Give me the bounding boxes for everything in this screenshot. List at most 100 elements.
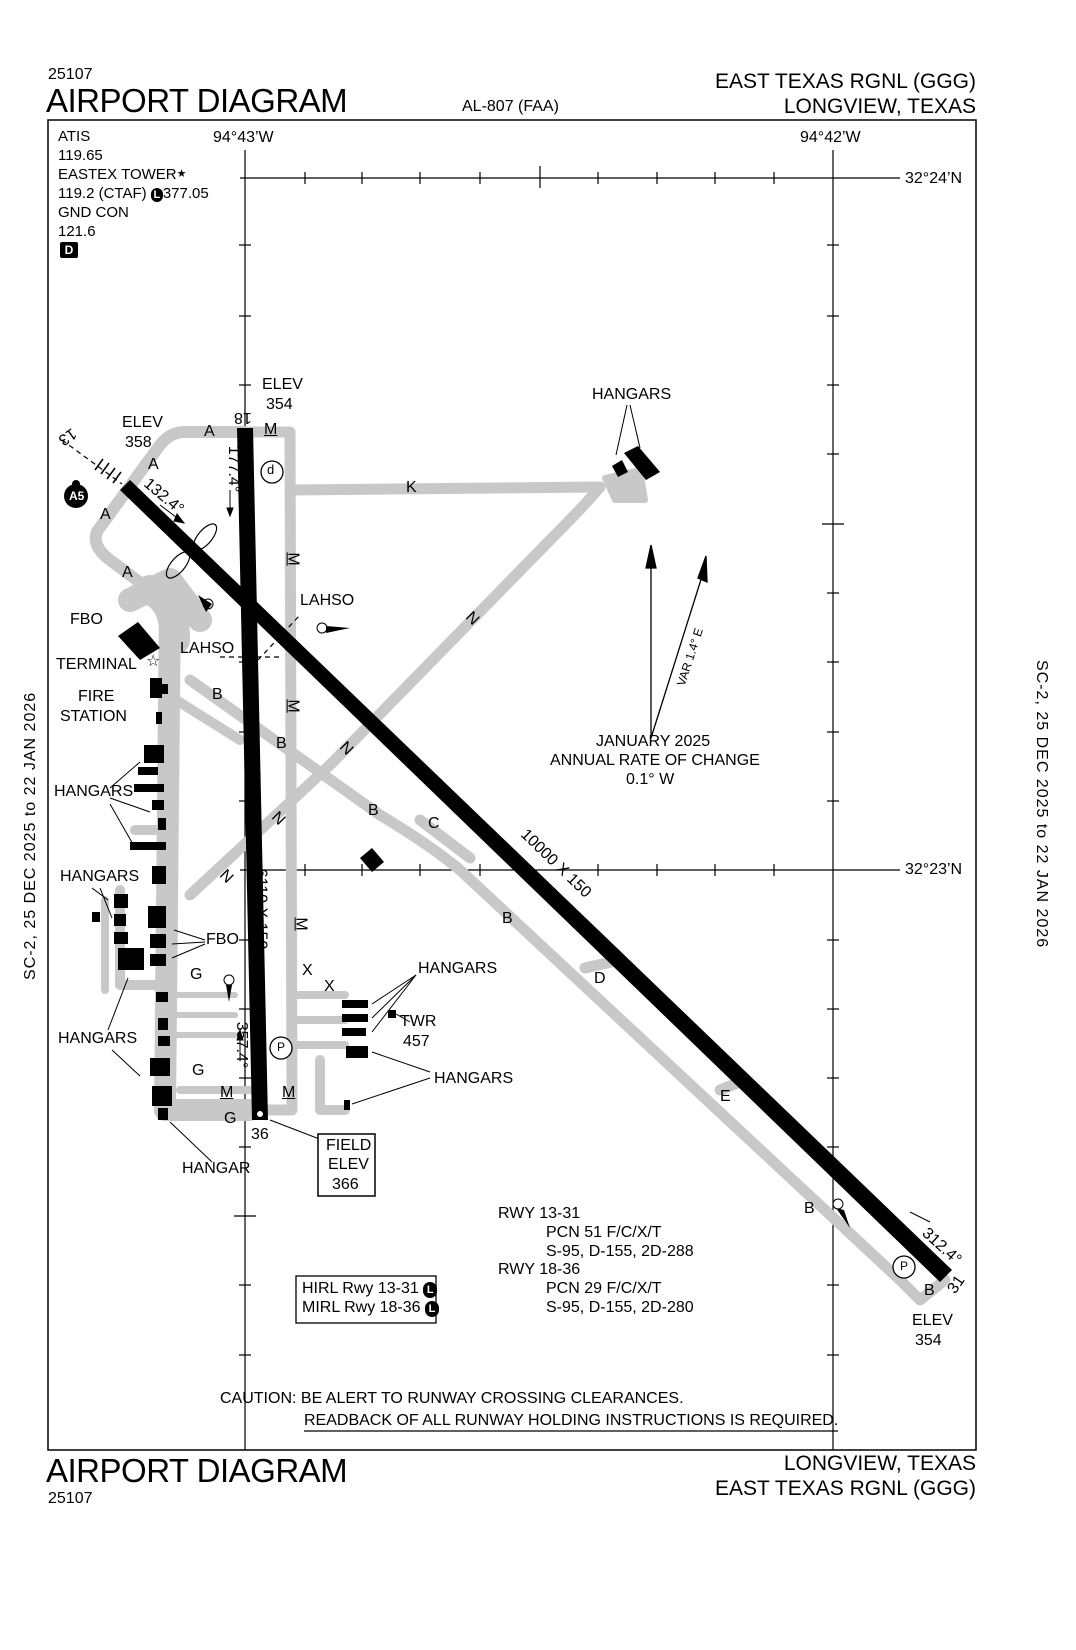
lahso-label-2: LAHSO: [180, 640, 235, 657]
hangars-label-east-2: HANGARS: [434, 1070, 514, 1087]
pavement-pcn-13-31: PCN 51 F/C/X/T: [546, 1224, 662, 1241]
lahso-label-1: LAHSO: [300, 592, 355, 609]
runway-18-label: 18: [234, 409, 252, 426]
pavement-pcn-18-36: PCN 29 F/C/X/T: [546, 1280, 662, 1297]
taxiway-b-label-4: B: [502, 910, 513, 927]
ground-frequency: 121.6: [58, 223, 96, 240]
field-elev-value: 366: [332, 1176, 359, 1193]
elev-value-31: 354: [915, 1332, 942, 1349]
wind-indicator-circles: [202, 598, 844, 1210]
elev-label-31: ELEV: [912, 1312, 953, 1329]
buildings: [92, 446, 660, 1120]
tower-height-label: 457: [403, 1033, 430, 1050]
taxiway-d-label: D: [594, 970, 606, 987]
lat-mid-label: 32°23’N: [905, 861, 963, 878]
fbo-label-south: FBO: [206, 931, 239, 948]
taxiway-b-label-5: B: [804, 1200, 815, 1217]
runway-36-threshold-dot: [257, 1111, 263, 1117]
hirl-label: HIRL Rwy 13-31: [302, 1280, 419, 1297]
magvar-line-3: 0.1° W: [626, 771, 675, 788]
heading-177: 177.4°: [225, 445, 243, 493]
taxiway-a-label-3: A: [100, 506, 111, 523]
taxiway-m-label-1: M: [264, 421, 278, 438]
pavement-rwy-18-36: RWY 18-36: [498, 1261, 581, 1278]
lon-east-label: 94°42’W: [800, 129, 861, 146]
field-elev-leader: [269, 1119, 323, 1141]
pavement-weight-18-36: S-95, D-155, 2D-280: [546, 1299, 694, 1316]
taxiway-b-label-1: B: [212, 686, 223, 703]
l-badge-icon: L: [150, 188, 163, 202]
taxiway-b-label-2: B: [276, 735, 287, 752]
chart-number-top: 25107: [48, 66, 93, 83]
parking-marker-label-2: P: [900, 1259, 909, 1273]
city-top: LONGVIEW, TEXAS: [783, 95, 976, 118]
elev-label-13: ELEV: [122, 414, 163, 431]
lighting-box: [295, 1275, 437, 1324]
city-bottom: LONGVIEW, TEXAS: [783, 1452, 976, 1475]
diagram-frame: [47, 119, 977, 1451]
heading-arrows: [159, 490, 244, 1060]
terminal-star-icon: ☆: [146, 653, 160, 670]
terminal-label: TERMINAL: [56, 656, 137, 673]
elev-label-18: ELEV: [262, 376, 303, 393]
hangars-label-west-2: HANGARS: [60, 868, 140, 885]
caution-line-1: CAUTION: BE ALERT TO RUNWAY CROSSING CLE…: [220, 1390, 684, 1407]
taxiway-g-label-2: G: [192, 1062, 205, 1079]
hangars-label-ne: HANGARS: [592, 386, 672, 403]
taxiway-k-label: K: [406, 479, 417, 496]
mirl-l-badge-icon: L: [425, 1301, 440, 1317]
runway-36-label: 36: [251, 1126, 269, 1143]
hangars-label-east-1: HANGARS: [418, 960, 498, 977]
page-title-bottom: AIRPORT DIAGRAM: [46, 1452, 348, 1489]
pavement-rwy-13-31: RWY 13-31: [498, 1205, 581, 1222]
hangar-label: HANGAR: [182, 1160, 251, 1177]
taxiway-b-label-6: B: [924, 1282, 935, 1299]
magvar-line-2: ANNUAL RATE OF CHANGE: [550, 752, 760, 769]
taxiway-x-label-1: X: [302, 962, 313, 979]
a5-label: A5: [69, 489, 85, 503]
parking-marker-label-1: P: [277, 1040, 286, 1054]
taxiway-a-label-2: A: [148, 456, 159, 473]
mirl-label: MIRL Rwy 18-36: [302, 1299, 421, 1316]
taxiway-a-label-1: A: [204, 423, 215, 440]
taxiway-x-label-2: X: [324, 978, 335, 995]
runway-18-36: [237, 428, 268, 1120]
approach-light-bars: [94, 458, 122, 484]
taxiway-b-label-3: B: [368, 802, 379, 819]
atis-label: ATIS: [58, 128, 91, 145]
caution-line-2: READBACK OF ALL RUNWAY HOLDING INSTRUCTI…: [304, 1412, 839, 1429]
lat-top-label: 32°24’N: [905, 170, 963, 187]
field-elev-box: [317, 1133, 376, 1197]
runway-13-31: [120, 480, 952, 1282]
heading-357: 357.4°: [233, 1021, 251, 1069]
a5-badge-top: [72, 480, 80, 488]
tower-star-icon: ★: [176, 168, 187, 180]
fbo-label-north: FBO: [70, 611, 103, 628]
runway-18-36-dimensions: 6110 X 150: [252, 868, 270, 950]
rwy13-approach-line: [61, 439, 123, 485]
taxiway-m-label-2: M: [284, 552, 302, 566]
chart-number-bottom: 25107: [48, 1490, 93, 1507]
ground-label: GND CON: [58, 204, 129, 221]
hirl-l-badge-icon: L: [423, 1282, 438, 1298]
pavement-weight-13-31: S-95, D-155, 2D-288: [546, 1243, 694, 1260]
elev-value-13: 358: [125, 434, 152, 451]
magnetic-variation-arrows: [645, 544, 708, 739]
tower-frequency: 119.2 (CTAF): [58, 185, 147, 202]
taxiway-m-label-4: M: [292, 917, 310, 931]
magvar-line-1: JANUARY 2025: [596, 733, 711, 750]
taxiway-m-label-6: M: [282, 1084, 296, 1101]
tower-uhf-frequency: 377.05: [162, 185, 209, 202]
taxiway-g-label-3: G: [224, 1110, 237, 1127]
taxiway-m-label-3: M: [284, 699, 302, 713]
airport-name-bottom: EAST TEXAS RGNL (GGG): [714, 1477, 976, 1500]
a5-badge: [64, 484, 88, 508]
field-label: FIELD: [326, 1137, 372, 1154]
elev-value-18: 354: [266, 396, 293, 413]
field-elev-word: ELEV: [328, 1156, 369, 1173]
atis-frequency: 119.65: [58, 147, 103, 164]
rotating-beacon-icon: [165, 523, 218, 579]
station-label: STATION: [60, 708, 127, 725]
airport-name-top: EAST TEXAS RGNL (GGG): [714, 70, 976, 93]
